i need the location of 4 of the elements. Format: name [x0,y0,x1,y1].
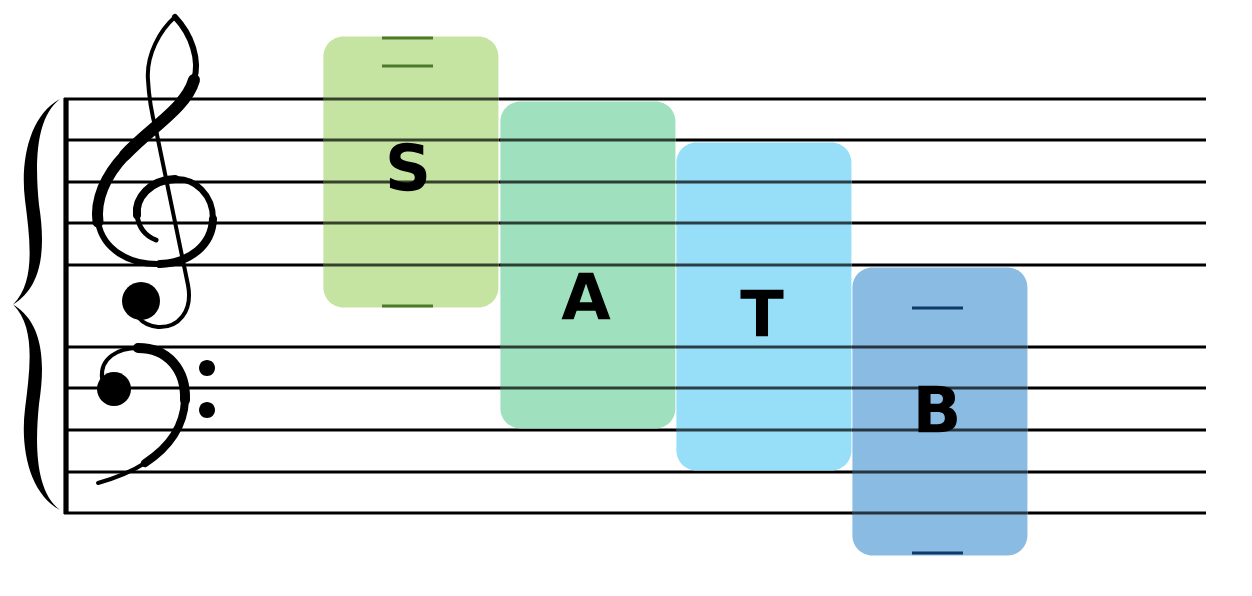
voice-range-box: S [323,36,499,308]
voice-range-box: T [676,142,852,471]
voice-range-box: A [500,101,676,429]
voice-range-box: B [852,267,1028,556]
